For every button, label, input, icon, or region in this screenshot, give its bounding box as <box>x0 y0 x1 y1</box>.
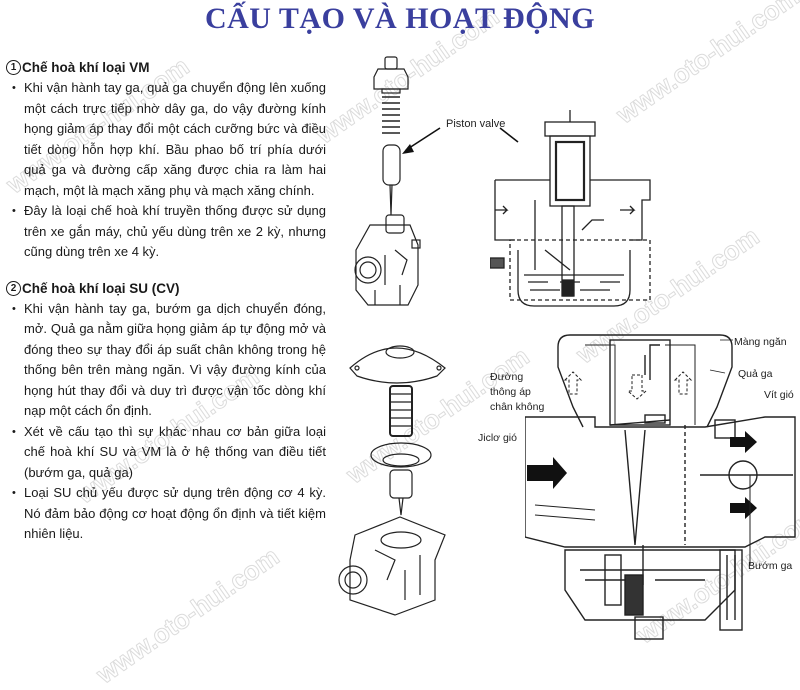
su-exploded-illustration <box>338 345 446 616</box>
circled-number: 2 <box>6 280 21 296</box>
bullet-item: Loại SU chủ yếu được sử dụng trên động c… <box>6 483 326 545</box>
section-heading: 1 Chế hoà khí loại VM <box>6 60 326 75</box>
section-heading: 2 Chế hoà khí loại SU (CV) <box>6 280 326 296</box>
label-line: chân không <box>490 401 545 413</box>
label-line: Đường <box>490 371 524 383</box>
label-vit-gio: Vít gió <box>764 389 794 401</box>
section-vm: 1 Chế hoà khí loại VM Khi vận hành tay g… <box>6 60 326 263</box>
label-qua-ga: Quả ga <box>738 368 773 380</box>
bullet-item: Xét về cấu tạo thì sự khác nhau cơ bản g… <box>6 422 326 484</box>
label-duong-thong-ap: Đường thông áp chân không <box>490 370 544 415</box>
section-title: Chế hoà khí loại SU (CV) <box>22 280 180 296</box>
label-piston-valve: Piston valve <box>446 118 506 130</box>
bullet-item: Khi vận hành tay ga, bướm ga dịch chuyển… <box>6 299 326 422</box>
bullet-item: Khi vận hành tay ga, quả ga chuyển động … <box>6 78 326 201</box>
label-line: thông áp <box>490 386 531 398</box>
arrow-pointer <box>402 127 519 154</box>
section-su: 2 Chế hoà khí loại SU (CV) Khi vận hành … <box>6 280 326 545</box>
bullet-item: Đây là loại chế hoà khí truyền thống đượ… <box>6 201 326 263</box>
circled-number: 1 <box>6 60 21 75</box>
watermark: www.oto-hui.com <box>90 540 285 690</box>
su-cross-section-diagram <box>525 334 796 640</box>
vm-cross-section-diagram <box>490 110 651 307</box>
page-title: CẤU TẠO VÀ HOẠT ĐỘNG <box>204 2 596 35</box>
vm-exploded-illustration <box>354 56 421 306</box>
text-column: 1 Chế hoà khí loại VM Khi vận hành tay g… <box>6 60 326 559</box>
section-title: Chế hoà khí loại VM <box>22 60 150 75</box>
label-mang-ngan: Màng ngăn <box>734 336 787 348</box>
label-buom-ga: Bướm ga <box>748 560 793 572</box>
label-jiclo-gio: Jiclơ gió <box>478 432 517 444</box>
